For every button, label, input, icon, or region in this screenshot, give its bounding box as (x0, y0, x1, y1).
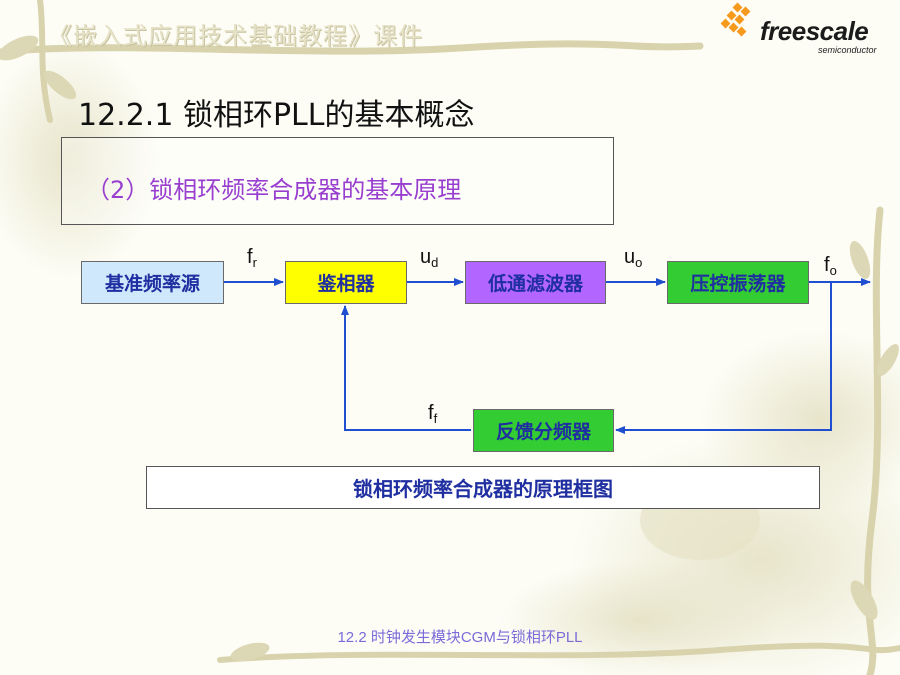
signal-ff-sub: f (433, 411, 438, 426)
signal-label-ud: ud (420, 246, 438, 270)
block-vco: 压控振荡器 (667, 261, 809, 304)
slide-heading: 12.2.1 锁相环PLL的基本概念 (78, 98, 475, 133)
slide-subtitle: （2）锁相环频率合成器的基本原理 (86, 176, 462, 204)
signal-fr-sub: r (252, 255, 257, 270)
block-phase-detector: 鉴相器 (285, 261, 407, 304)
signal-ud-base: u (420, 246, 432, 268)
signal-label-fo: fo (824, 254, 837, 278)
signal-label-fr: fr (247, 246, 257, 270)
signal-ud-sub: d (431, 255, 439, 270)
signal-uo-sub: o (635, 255, 643, 270)
feedback-return-path (341, 305, 471, 431)
block-reference-source: 基准频率源 (81, 261, 224, 304)
signal-label-ff: ff (428, 402, 437, 426)
subtitle-box (61, 137, 614, 225)
signal-label-uo: uo (624, 246, 642, 270)
course-title: 《嵌入式应用技术基础教程》课件 (48, 22, 423, 50)
freescale-logo: freescale semiconductor (718, 2, 878, 62)
logo-tagline: semiconductor (818, 45, 877, 55)
feedback-down-path (615, 282, 832, 434)
diagram-caption: 锁相环频率合成器的原理框图 (146, 466, 820, 509)
slide-footer: 12.2 时钟发生模块CGM与锁相环PLL (337, 629, 583, 646)
block-feedback-divider: 反馈分频器 (473, 409, 614, 452)
signal-fo-base: f (824, 254, 830, 276)
logo-wordmark: freescale (760, 16, 869, 46)
signal-fr-base: f (247, 246, 253, 268)
signal-uo-base: u (624, 246, 636, 268)
signal-ff-base: f (428, 402, 434, 424)
block-lowpass-filter: 低通滤波器 (465, 261, 606, 304)
signal-fo-sub: o (829, 263, 837, 278)
logo-mark-icon (720, 2, 751, 37)
